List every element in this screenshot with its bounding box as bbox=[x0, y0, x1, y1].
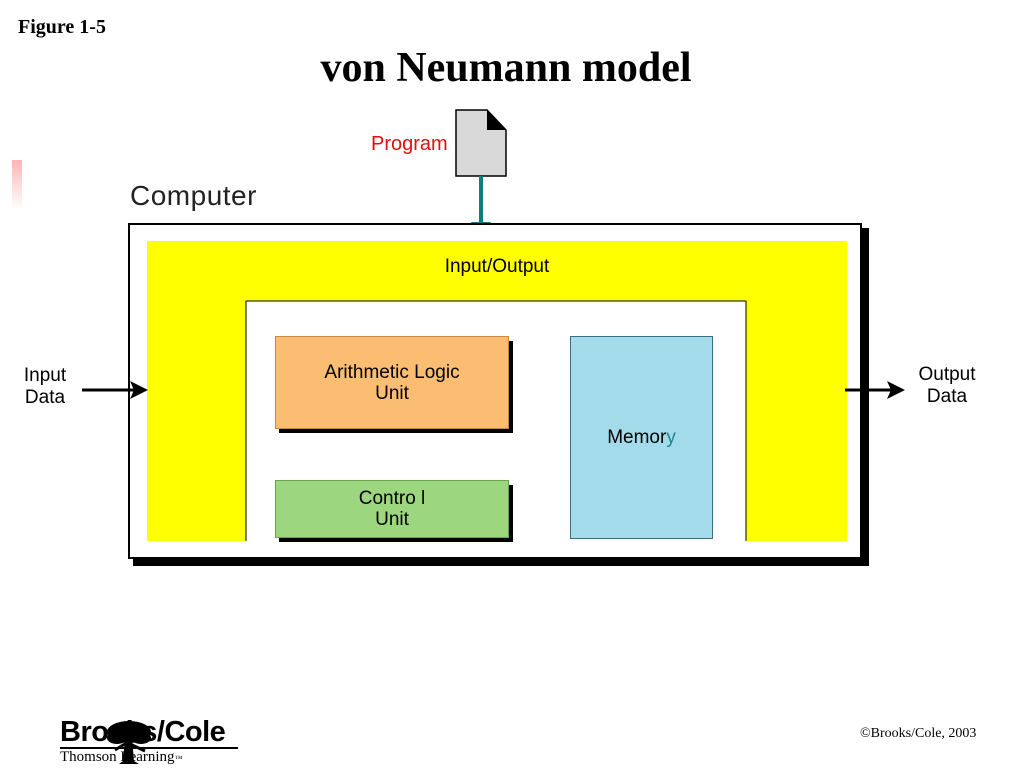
memory-label: Memory bbox=[607, 427, 676, 448]
output-label-line1: Output bbox=[918, 364, 976, 385]
output-label-line2: Data bbox=[926, 386, 968, 407]
alu-label-line2: Unit bbox=[375, 382, 409, 404]
decorative-bar bbox=[12, 160, 22, 210]
alu-label-line1: Arithmetic Logic bbox=[324, 361, 460, 383]
control-unit: Contro l Unit bbox=[275, 480, 509, 538]
brand-divider bbox=[60, 747, 238, 749]
program-label: Program bbox=[371, 133, 448, 155]
page-title: von Neumann model bbox=[320, 45, 692, 91]
figure-label: Figure 1-5 bbox=[18, 16, 106, 38]
input-arrow bbox=[82, 381, 148, 399]
brand-subtitle-text: Thomson Learning bbox=[60, 749, 175, 765]
memory-label-main: Memor bbox=[607, 427, 667, 448]
memory-label-accent: y bbox=[666, 427, 676, 448]
input-output-label: Input/Output bbox=[444, 256, 550, 277]
computer-label: Computer bbox=[130, 180, 257, 211]
trademark-mark: ™ bbox=[174, 754, 183, 763]
copyright: ©Brooks/Cole, 2003 bbox=[860, 726, 977, 741]
control-unit-label-line1: Contro l bbox=[358, 488, 426, 509]
input-output-region bbox=[147, 241, 847, 541]
input-label-line2: Data bbox=[24, 387, 66, 408]
document-icon bbox=[455, 109, 507, 177]
arithmetic-logic-unit: Arithmetic Logic Unit bbox=[275, 336, 509, 429]
brand-subtitle: Thomson Learning™ bbox=[60, 749, 182, 767]
control-unit-label-line2: Unit bbox=[375, 509, 409, 530]
input-label-line1: Input bbox=[23, 365, 67, 386]
output-arrow bbox=[845, 381, 905, 399]
brand-name: Brooks/Cole bbox=[60, 716, 226, 748]
memory-unit: Memory bbox=[570, 336, 713, 539]
output-data-label: Output Data bbox=[906, 364, 988, 408]
input-data-label: Input Data bbox=[12, 365, 78, 409]
